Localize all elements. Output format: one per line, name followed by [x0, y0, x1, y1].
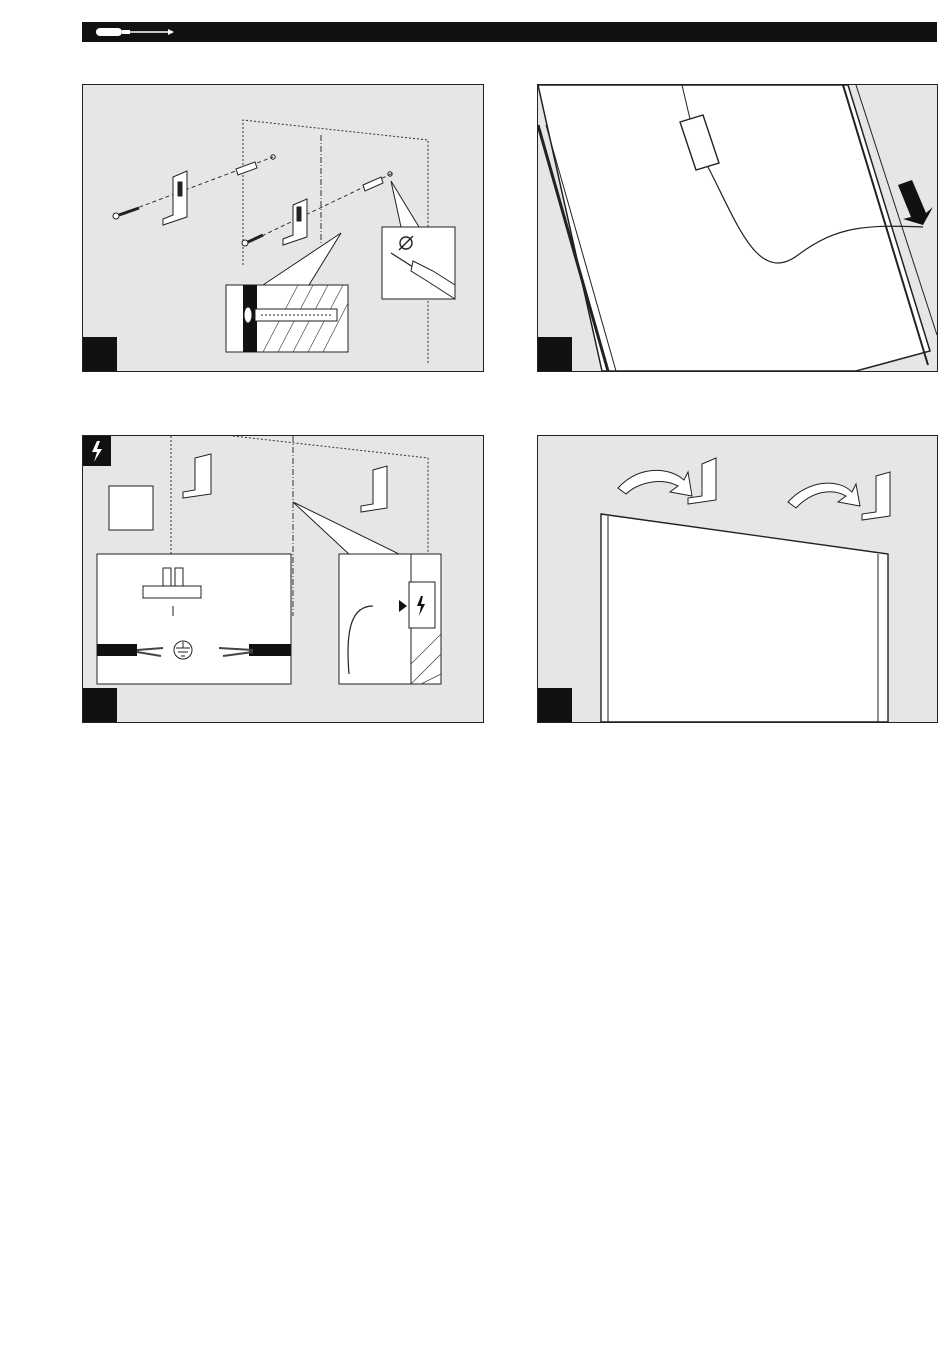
bracket-icon	[163, 171, 307, 245]
bracket-icon	[183, 454, 387, 512]
wall-plug-icon	[236, 155, 392, 191]
ground-symbol-icon	[174, 641, 192, 659]
arrow-down-icon	[898, 180, 933, 225]
step-4-illustration	[538, 436, 937, 722]
step-number-box	[83, 688, 117, 722]
screw-left-icon	[113, 208, 139, 219]
screw-center-icon	[242, 235, 263, 246]
bracket-icon	[688, 458, 890, 520]
step-4-panel	[537, 435, 938, 723]
step-3-panel	[82, 435, 484, 723]
mirror-icon	[601, 514, 888, 722]
step-1-panel	[82, 84, 484, 372]
screwdriver-icon	[82, 22, 202, 42]
step-number-box	[83, 337, 117, 371]
step-number-box	[538, 337, 572, 371]
header-bar	[82, 22, 937, 42]
step-number-box	[538, 688, 572, 722]
curved-arrow-icon	[618, 470, 860, 508]
step-2-panel	[537, 84, 938, 372]
step-2-illustration	[538, 85, 937, 371]
step-3-illustration	[83, 436, 483, 722]
step-1-illustration	[83, 85, 483, 371]
